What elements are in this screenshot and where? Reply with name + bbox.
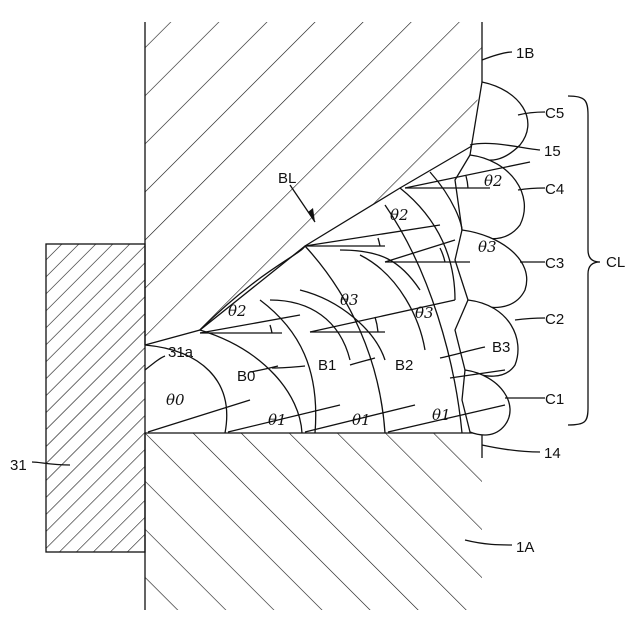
cap-group-bracket bbox=[568, 96, 600, 425]
angle-theta3-a: θ3 bbox=[340, 291, 359, 309]
label-b1: B1 bbox=[318, 357, 336, 374]
angle-theta2-c: θ2 bbox=[484, 172, 503, 190]
label-b0: B0 bbox=[237, 368, 255, 385]
label-c1: C1 bbox=[545, 391, 564, 408]
backing-plate-31 bbox=[46, 244, 145, 552]
angle-theta0: θ0 bbox=[166, 391, 185, 409]
angle-theta1-c: θ1 bbox=[432, 406, 451, 424]
label-31: 31 bbox=[10, 457, 27, 474]
label-c2: C2 bbox=[545, 311, 564, 328]
angle-theta1-b: θ1 bbox=[352, 411, 371, 429]
label-c3: C3 bbox=[545, 255, 564, 272]
label-14: 14 bbox=[544, 445, 561, 462]
label-15: 15 bbox=[544, 143, 561, 160]
label-31a: 31a bbox=[168, 344, 194, 361]
label-b2: B2 bbox=[395, 357, 413, 374]
cap-bead-c1 bbox=[462, 370, 510, 435]
bead-b2-boundary bbox=[305, 246, 385, 433]
label-1a: 1A bbox=[516, 539, 534, 556]
bead-row-mid-8 bbox=[270, 300, 350, 360]
label-c4: C4 bbox=[545, 181, 564, 198]
label-1b: 1B bbox=[516, 45, 534, 62]
angle-theta1-a: θ1 bbox=[268, 411, 287, 429]
label-b3: B3 bbox=[492, 339, 510, 356]
angle-theta3-b: θ3 bbox=[415, 304, 434, 322]
lower-member-1a bbox=[145, 433, 482, 610]
bead-row-mid-7 bbox=[340, 250, 420, 290]
angle-theta2-a: θ2 bbox=[228, 302, 247, 320]
label-cl: CL bbox=[606, 254, 625, 271]
label-bl: BL bbox=[278, 170, 296, 187]
bead-row-mid-4 bbox=[360, 255, 425, 350]
cap-bead-c4 bbox=[455, 155, 524, 239]
angle-theta2-b: θ2 bbox=[390, 206, 409, 224]
angle-theta3-c: θ3 bbox=[478, 238, 497, 256]
label-c5: C5 bbox=[545, 105, 564, 122]
